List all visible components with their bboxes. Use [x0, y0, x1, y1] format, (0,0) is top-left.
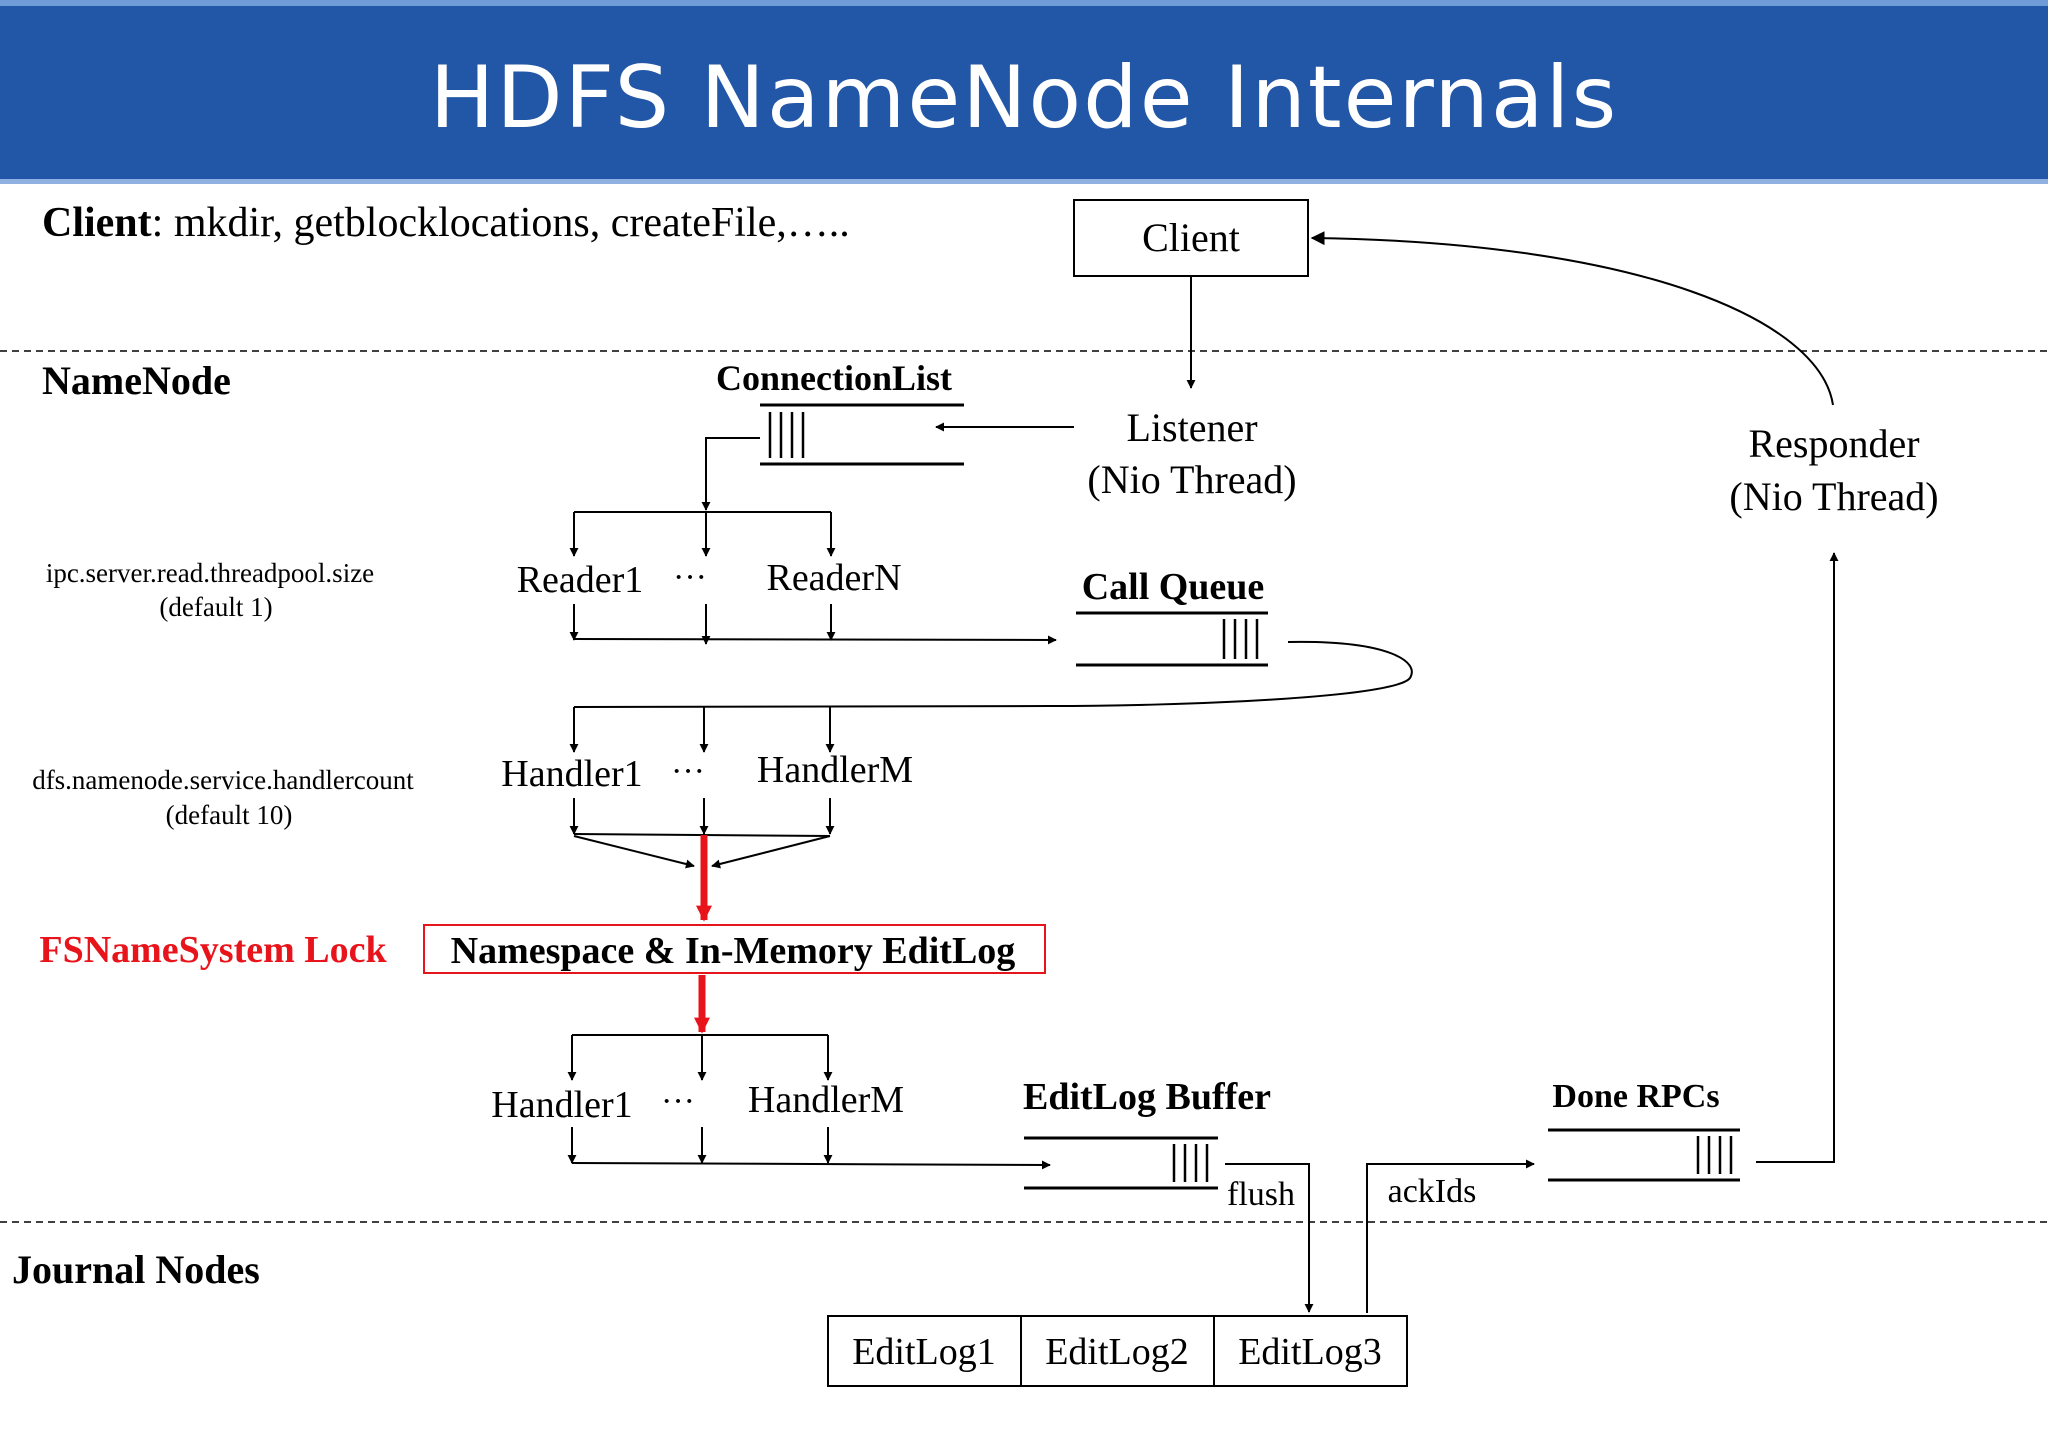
call-queue-queue-icon [1222, 619, 1259, 659]
editlog-buffer-queue-icon [1172, 1144, 1209, 1182]
editlog3-label: EditLog3 [1238, 1331, 1382, 1373]
handler-config-key: dfs.namenode.service.handlercount [32, 765, 414, 795]
page-title: HDFS NameNode Internals [429, 48, 1619, 148]
editlog-buffer-label: EditLog Buffer [1023, 1076, 1271, 1118]
flush-label: flush [1227, 1176, 1295, 1213]
responder-thread-label: (Nio Thread) [1729, 474, 1938, 519]
call-queue-label: Call Queue [1082, 566, 1265, 608]
readers-to-call-queue-arrow [573, 635, 1057, 645]
connection-list-to-readers-arrow [701, 437, 760, 511]
reader-ellipsis: ··· [673, 559, 707, 596]
namenode-section-label: NameNode [42, 358, 231, 403]
namespace-label: Namespace & In-Memory EditLog [451, 930, 1016, 972]
ackids-label: ackIds [1388, 1173, 1477, 1210]
handlerM-label: HandlerM [757, 749, 913, 791]
reader1-label: Reader1 [517, 559, 644, 601]
editlog1-label: EditLog1 [852, 1331, 996, 1373]
readerN-label: ReaderN [766, 557, 901, 599]
responder-label: Responder [1748, 421, 1919, 466]
handlers-to-editlog-buffer-arrow [571, 1160, 1051, 1170]
reader-config-key: ipc.server.read.threadpool.size [46, 558, 374, 588]
client-ops-label: Client [42, 200, 152, 246]
title-bar: HDFS NameNode Internals [0, 0, 2048, 184]
listener-thread-label: (Nio Thread) [1087, 457, 1296, 502]
connection-list-label: ConnectionList [716, 358, 952, 398]
done-rpcs-to-responder-arrow [1756, 552, 1839, 1163]
handler1-label: Handler1 [501, 753, 642, 795]
listener-label: Listener [1126, 405, 1257, 450]
handler-converge-left [573, 835, 695, 869]
fsn-lock-label: FSNameSystem Lock [39, 929, 387, 971]
handler2-ellipsis: ··· [661, 1083, 695, 1120]
editlog3-box [1213, 1315, 1408, 1387]
connection-list-queue-icon [768, 412, 805, 458]
handler-config-default: (default 10) [166, 800, 293, 830]
done-rpcs-queue-icon [1696, 1136, 1733, 1174]
ackids-arrow [1366, 1159, 1535, 1313]
editlog2-label: EditLog2 [1045, 1331, 1189, 1373]
reader-config-default: (default 1) [159, 592, 272, 622]
handler-converge-right [711, 835, 831, 869]
done-rpcs-label: Done RPCs [1552, 1078, 1719, 1115]
handler2-M-label: HandlerM [748, 1079, 904, 1121]
journal-section-label: Journal Nodes [12, 1247, 260, 1292]
call-queue-to-handlers-curve [573, 640, 1413, 708]
handler2-1-label: Handler1 [491, 1084, 632, 1126]
namespace-box [423, 924, 1046, 974]
handler-ellipsis: ··· [671, 753, 705, 790]
flush-arrow [1225, 1163, 1314, 1313]
client-ops-line: Client: mkdir, getblocklocations, create… [42, 200, 850, 246]
responder-to-client-arrow [1310, 231, 1834, 406]
client-label: Client [1142, 215, 1240, 260]
client-ops-list: : mkdir, getblocklocations, createFile,…… [152, 200, 850, 246]
